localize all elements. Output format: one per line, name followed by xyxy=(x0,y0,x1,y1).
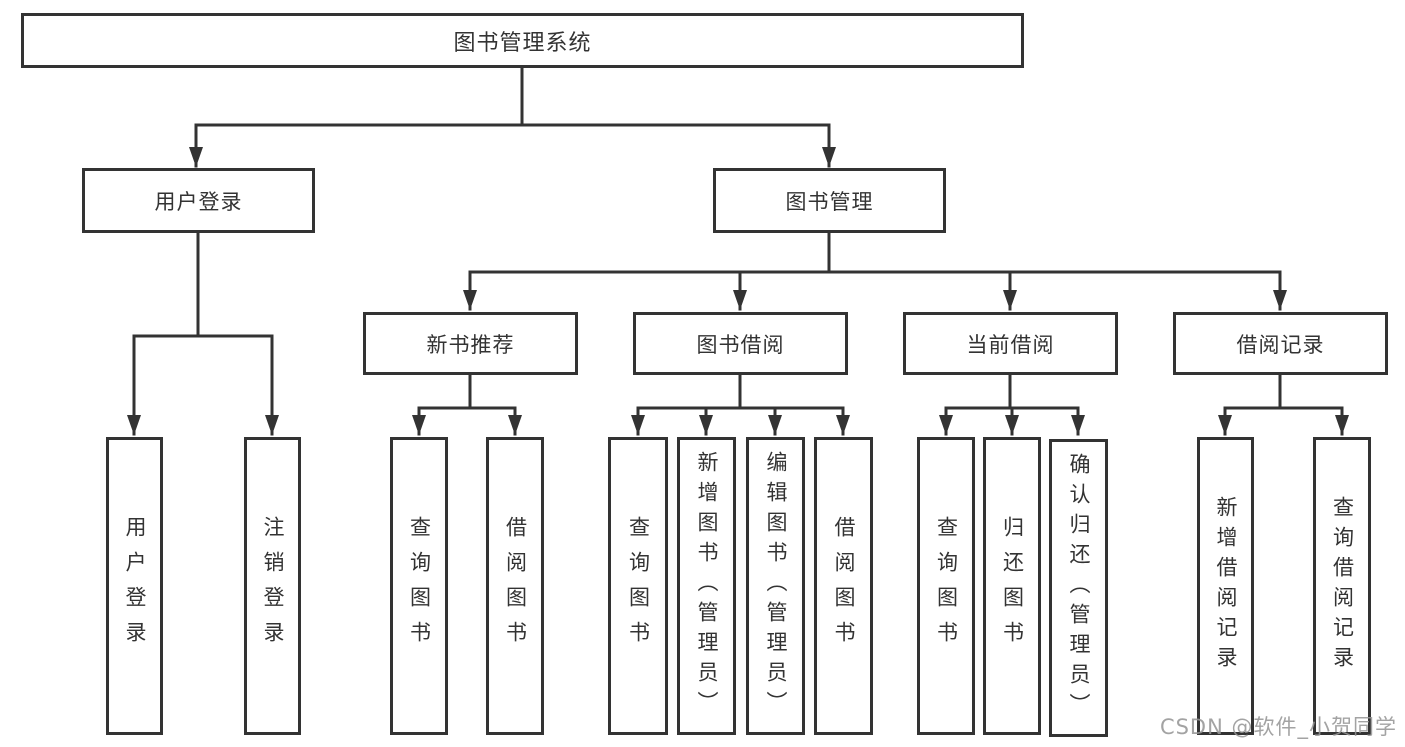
leaf-label: 用户登录 xyxy=(123,516,147,656)
leaf-return-book: 归还图书 xyxy=(983,437,1041,735)
leaf-query-book: 查询图书 xyxy=(390,437,448,735)
leaf-label: 查询图书 xyxy=(407,516,432,656)
leaf-label: 查询图书 xyxy=(934,516,959,656)
leaf-borrow-book: 借阅图书 xyxy=(814,437,873,735)
leaf-label: 注销登录 xyxy=(261,516,285,656)
node-borrow-record: 借阅记录 xyxy=(1173,312,1388,375)
node-system-root: 图书管理系统 xyxy=(21,13,1024,68)
leaf-confirm-return-admin: 确认归还（管理员） xyxy=(1049,439,1108,737)
leaf-user-login: 用户登录 xyxy=(106,437,163,735)
leaf-label: 借阅图书 xyxy=(832,516,856,656)
leaf-borrow-book: 借阅图书 xyxy=(486,437,544,735)
node-user-login: 用户登录 xyxy=(82,168,315,233)
leaf-query-borrow-record: 查询借阅记录 xyxy=(1313,437,1371,735)
leaf-query-book: 查询图书 xyxy=(917,437,975,735)
leaf-label: 归还图书 xyxy=(1000,516,1025,656)
leaf-label: 新增借阅记录 xyxy=(1214,496,1238,676)
leaf-logout: 注销登录 xyxy=(244,437,301,735)
node-book-borrow: 图书借阅 xyxy=(633,312,848,375)
leaf-add-book-admin: 新增图书（管理员） xyxy=(677,437,736,735)
leaf-label: 确认归还（管理员） xyxy=(1067,453,1091,723)
leaf-query-book: 查询图书 xyxy=(608,437,668,735)
leaf-add-borrow-record: 新增借阅记录 xyxy=(1197,437,1254,735)
leaf-label: 查询借阅记录 xyxy=(1330,496,1355,676)
leaf-label: 新增图书（管理员） xyxy=(695,451,719,721)
node-book-management: 图书管理 xyxy=(713,168,946,233)
leaf-label: 查询图书 xyxy=(626,516,651,656)
leaf-label: 编辑图书（管理员） xyxy=(764,451,788,721)
leaf-edit-book-admin: 编辑图书（管理员） xyxy=(746,437,805,735)
node-current-borrow: 当前借阅 xyxy=(903,312,1118,375)
leaf-label: 借阅图书 xyxy=(503,516,528,656)
node-new-book-recommend: 新书推荐 xyxy=(363,312,578,375)
